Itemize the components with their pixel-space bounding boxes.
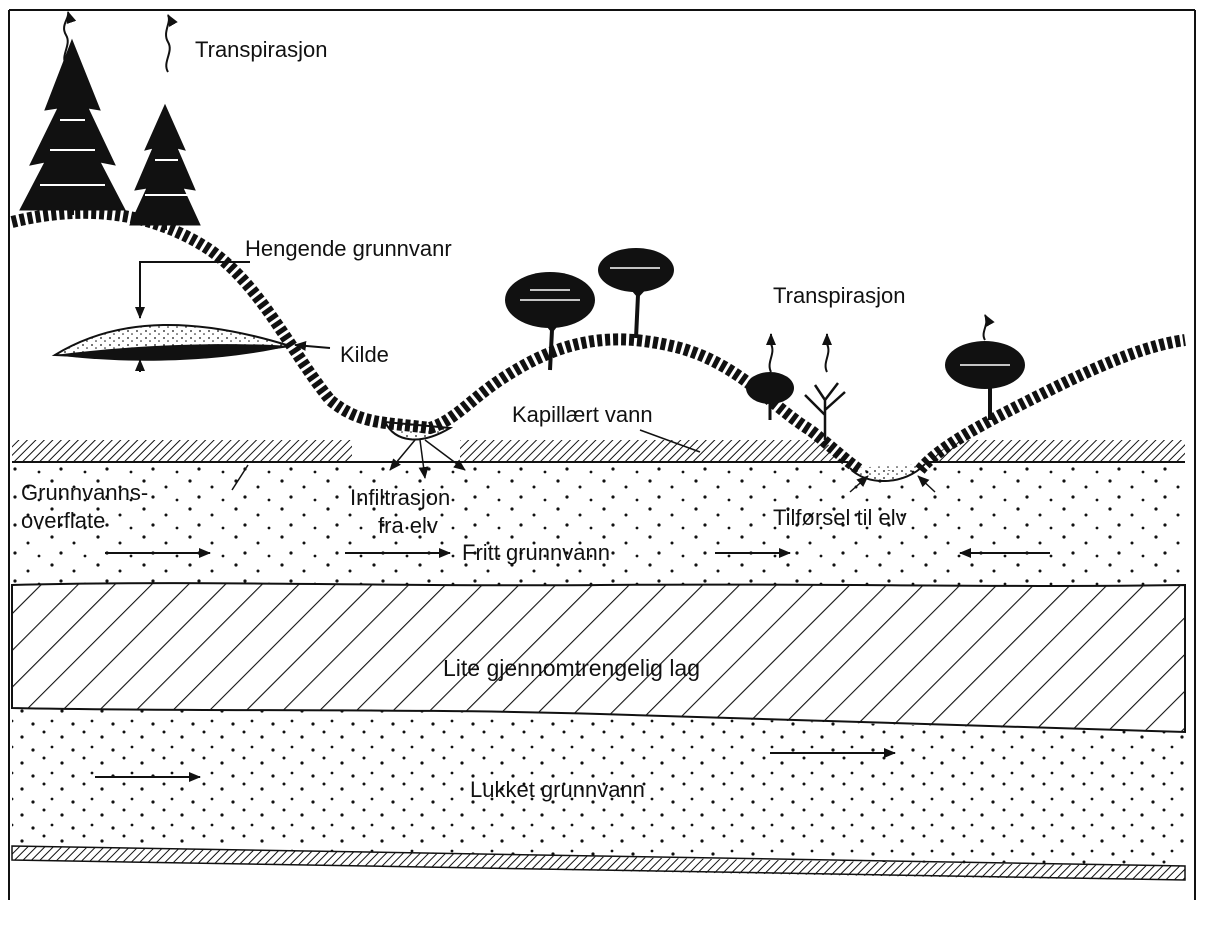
label-fritt-grunnvann: Fritt grunnvann (462, 540, 610, 565)
label-tilforsel: Tilførsel til elv (773, 505, 907, 530)
label-lukket-grunnvann: Lukket grunnvann (470, 777, 645, 802)
label-infiltrasjon-line1: Infiltrasjon (350, 485, 450, 510)
label-kilde: Kilde (340, 342, 389, 367)
transpiration-arrow-right-2 (826, 334, 829, 372)
spring-pointer (295, 345, 330, 348)
capillary-band-left (12, 440, 352, 462)
label-transpirasjon-right: Transpirasjon (773, 283, 905, 308)
label-kapillaert-vann: Kapillært vann (512, 402, 653, 427)
free-groundwater-layer (12, 462, 1185, 586)
transpiration-arrow-top-2 (166, 15, 170, 72)
label-infiltrasjon-line2: fra elv (378, 513, 438, 538)
label-hengende-grunnvann: Hengende grunnvanr (245, 236, 452, 261)
conifer-tree-2 (130, 105, 200, 230)
conifer-tree-1 (20, 40, 125, 215)
capillary-band-right (935, 440, 1185, 462)
label-transpirasjon-top: Transpirasjon (195, 37, 327, 62)
transpiration-arrow-right-3 (984, 315, 987, 340)
label-lite-gjennomtrengelig: Lite gjennomtrengelig lag (443, 655, 700, 681)
transpiration-arrow-right-1 (770, 334, 773, 372)
label-grunnvanns-line1: Grunnvanns- (21, 480, 148, 505)
deciduous-tree-2 (598, 248, 674, 338)
label-grunnvanns-line2: overflate (21, 508, 105, 533)
capillary-band-mid (460, 440, 840, 462)
